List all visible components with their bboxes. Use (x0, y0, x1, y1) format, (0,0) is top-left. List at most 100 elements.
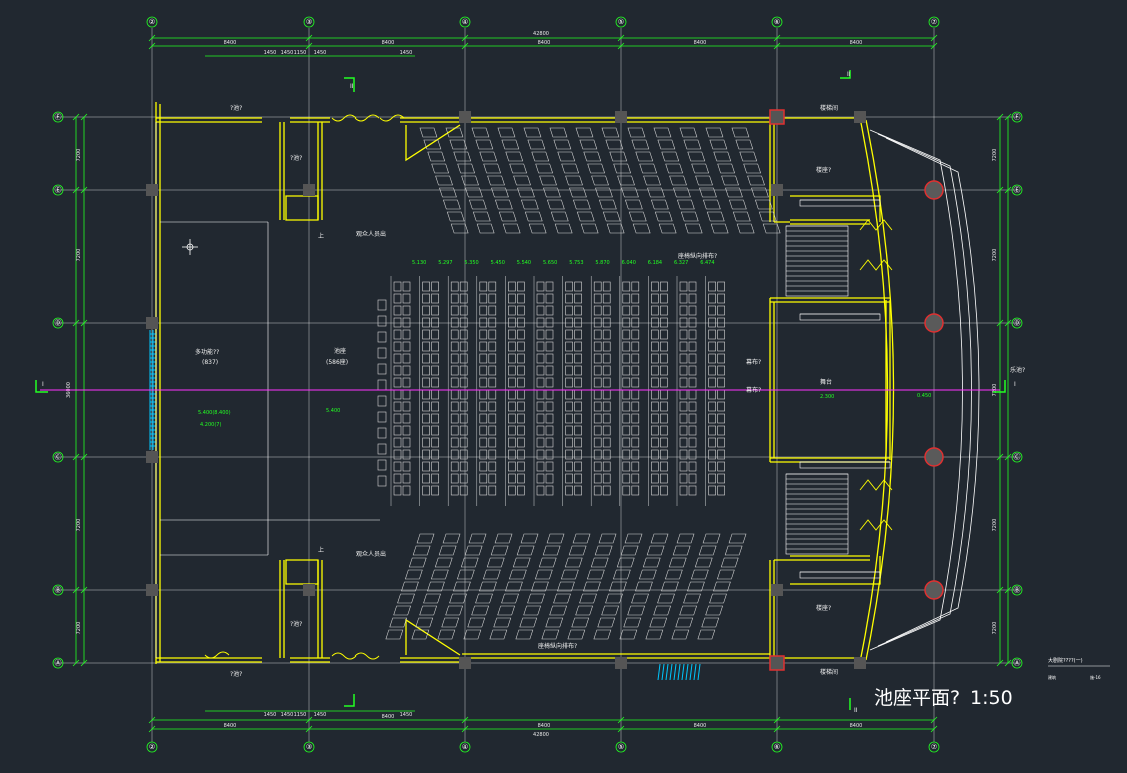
seat (651, 473, 659, 484)
seat (735, 139, 754, 150)
seat (393, 473, 402, 484)
seat (517, 187, 535, 198)
seat-row-upper (471, 127, 521, 234)
seat (517, 281, 525, 292)
seat (717, 329, 725, 340)
section-mark-left: I (42, 381, 44, 388)
seat (606, 223, 625, 234)
seat (660, 425, 668, 436)
seat (488, 473, 497, 484)
dim-tick (72, 586, 80, 594)
seat (488, 401, 497, 412)
bottom-small-3: 1150 (294, 712, 307, 718)
seat (393, 389, 402, 400)
seat (450, 389, 459, 400)
seat (460, 557, 479, 568)
seat (536, 377, 545, 388)
seat (627, 127, 646, 138)
seat (699, 187, 717, 198)
dim-tick (773, 42, 781, 50)
seat (517, 461, 525, 472)
seat (690, 569, 709, 580)
stalls-label: 池座 (334, 347, 346, 355)
seat (695, 175, 713, 186)
seat (523, 127, 542, 138)
seat (393, 293, 402, 304)
seat (513, 175, 531, 186)
seat (613, 163, 632, 174)
seat (728, 199, 747, 210)
seat (694, 557, 713, 568)
seat (553, 593, 571, 604)
seat-row-upper (575, 127, 625, 234)
top-span-2: 8400 (382, 40, 395, 46)
seat (602, 389, 611, 400)
row-elevation-10: 6.327 (674, 260, 688, 266)
seat (565, 341, 573, 352)
seat-note-top: 观众人员出 (356, 230, 386, 238)
seat (587, 163, 606, 174)
seat (479, 389, 488, 400)
seat (595, 187, 613, 198)
seat (560, 569, 579, 580)
seat (490, 545, 509, 556)
row-elevation-5: 5.650 (543, 260, 557, 266)
axis-bottom-0-circle (146, 741, 158, 753)
seat (536, 365, 545, 376)
seat (565, 401, 573, 412)
seat (597, 617, 616, 628)
seat (617, 175, 635, 186)
seat (651, 329, 659, 340)
seat (431, 353, 439, 364)
seat (502, 223, 521, 234)
seat (679, 341, 688, 352)
seat (713, 151, 732, 162)
glass-mullion-bottom (681, 663, 685, 681)
seat (565, 461, 573, 472)
column (146, 184, 158, 196)
dim-tick (305, 34, 313, 42)
stair-upper-right (785, 225, 849, 297)
seat (631, 293, 640, 304)
seat (450, 425, 459, 436)
dim-tick (80, 186, 88, 194)
seat (680, 211, 699, 222)
seat (479, 353, 488, 364)
seat (450, 329, 459, 340)
axis-left-1-label: Ⓔ (55, 186, 62, 194)
seat (565, 485, 573, 496)
axis-top-5-label: ⑦ (931, 18, 937, 26)
seat (688, 305, 697, 316)
seat (422, 293, 430, 304)
seat (431, 425, 439, 436)
seat (619, 629, 638, 640)
seat (651, 461, 659, 472)
seat (519, 617, 538, 628)
seat (586, 569, 605, 580)
seat (647, 187, 665, 198)
seat (508, 485, 516, 496)
seat (546, 533, 565, 544)
seat (572, 199, 591, 210)
seat (708, 389, 716, 400)
seat (508, 281, 516, 292)
axis-top-1-label: ③ (306, 18, 312, 26)
seat (574, 317, 582, 328)
section-line-I: I I (35, 380, 1016, 393)
seat (717, 281, 725, 292)
stage-door (859, 479, 893, 491)
seat (593, 317, 602, 328)
dim-tick (72, 319, 80, 327)
seat (631, 305, 640, 316)
seat (688, 365, 697, 376)
seat (643, 175, 661, 186)
seat (731, 127, 750, 138)
column (771, 184, 783, 196)
seat-row-upper (419, 127, 469, 234)
seat (743, 163, 762, 174)
seat (479, 151, 498, 162)
seat (402, 305, 411, 316)
column-red (769, 655, 785, 671)
seat (475, 139, 494, 150)
